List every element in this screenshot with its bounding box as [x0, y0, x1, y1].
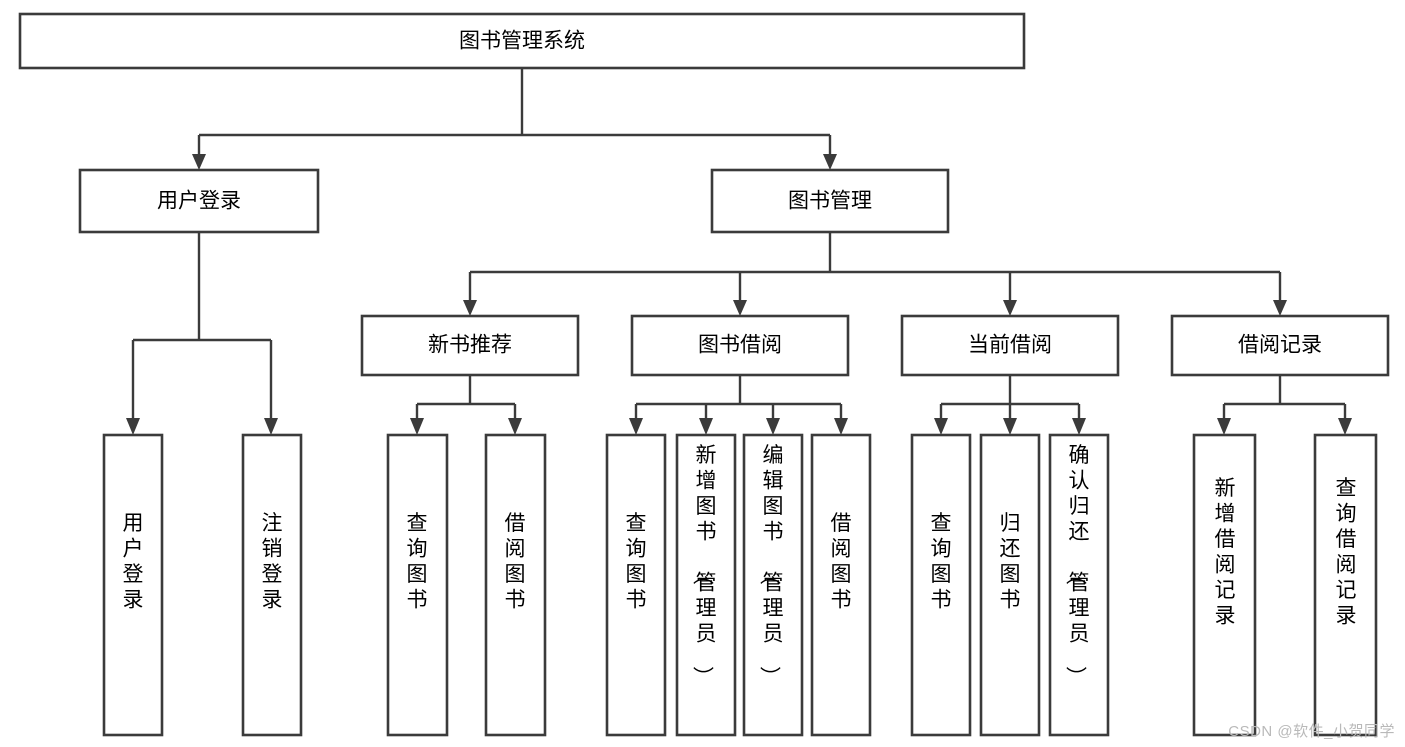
- node-current-borrow[interactable]: 当前借阅: [900, 314, 1120, 377]
- leaf-confirm-return-admin[interactable]: 确认归还（管理员）: [1048, 433, 1110, 737]
- node-user-login-box[interactable]: [78, 168, 320, 234]
- node-new-book-recommend-label: 新书推荐: [428, 334, 512, 357]
- arrow-leaf-user-login: [126, 418, 140, 435]
- arrow-current-borrow: [1003, 300, 1017, 316]
- arrow-borrow-record: [1273, 300, 1287, 316]
- arrow-leaf-query-borrow-record: [1338, 418, 1352, 435]
- leaf-return-book[interactable]: 归还图书: [979, 433, 1041, 737]
- leaf-query-borrow-record-label: 查询借阅记录: [1336, 477, 1357, 628]
- arrow-leaf-confirm-return-admin: [1072, 418, 1086, 435]
- node-user-login-label: 用户登录: [157, 190, 241, 213]
- arrow-leaf-logout-login: [264, 418, 278, 435]
- leaf-query-book-2-box[interactable]: [605, 433, 667, 737]
- arrow-book-management: [823, 154, 837, 170]
- leaf-return-book-box[interactable]: [979, 433, 1041, 737]
- leaf-edit-book-admin[interactable]: 编辑图书（管理员）: [742, 433, 804, 737]
- node-borrow-record-box[interactable]: [1170, 314, 1390, 377]
- leaf-return-book-label: 归还图书: [1000, 512, 1021, 612]
- node-user-login[interactable]: 用户登录: [78, 168, 320, 234]
- arrow-leaf-query-book-2: [629, 418, 643, 435]
- leaf-query-book-2[interactable]: 查询图书: [605, 433, 667, 737]
- leaf-borrow-book-2-label: 借阅图书: [831, 512, 852, 612]
- node-current-borrow-label: 当前借阅: [968, 334, 1052, 357]
- arrow-leaf-add-book-admin: [699, 418, 713, 435]
- leaf-query-book-2-label: 查询图书: [626, 512, 647, 612]
- leaf-add-borrow-record-label: 新增借阅记录: [1215, 477, 1236, 628]
- leaf-confirm-return-admin-label: 确认归还（管理员）: [1064, 444, 1090, 687]
- leaf-query-book-3-label: 查询图书: [931, 512, 952, 612]
- leaf-logout-login[interactable]: 注销登录: [241, 433, 303, 737]
- leaf-user-login[interactable]: 用户登录: [102, 433, 164, 737]
- node-book-management-box[interactable]: [710, 168, 950, 234]
- node-borrow-record-label: 借阅记录: [1238, 334, 1322, 357]
- leaf-edit-book-admin-box[interactable]: [742, 433, 804, 737]
- node-new-book-recommend[interactable]: 新书推荐: [360, 314, 580, 377]
- leaf-query-borrow-record[interactable]: 查询借阅记录: [1313, 433, 1378, 737]
- node-book-borrow-label: 图书借阅: [698, 334, 782, 357]
- node-title-box[interactable]: [18, 12, 1026, 70]
- leaf-query-book-1[interactable]: 查询图书: [386, 433, 449, 737]
- leaf-edit-book-admin-label: 编辑图书（管理员）: [758, 444, 784, 687]
- node-book-borrow-box[interactable]: [630, 314, 850, 377]
- leaf-query-book-3[interactable]: 查询图书: [910, 433, 972, 737]
- leaf-add-borrow-record-box[interactable]: [1192, 433, 1257, 737]
- leaf-add-book-admin-box[interactable]: [675, 433, 737, 737]
- node-borrow-record[interactable]: 借阅记录: [1170, 314, 1390, 377]
- arrow-leaf-borrow-book-2: [834, 418, 848, 435]
- leaf-logout-login-box[interactable]: [241, 433, 303, 737]
- leaf-user-login-label: 用户登录: [123, 512, 144, 612]
- leaf-query-book-1-label: 查询图书: [407, 512, 428, 612]
- leaf-borrow-book-1[interactable]: 借阅图书: [484, 433, 547, 737]
- node-title-label: 图书管理系统: [459, 30, 585, 53]
- arrow-leaf-query-book-3: [934, 418, 948, 435]
- leaf-logout-login-label: 注销登录: [262, 512, 283, 612]
- leaf-query-borrow-record-box[interactable]: [1313, 433, 1378, 737]
- arrow-leaf-add-borrow-record: [1217, 418, 1231, 435]
- node-title[interactable]: 图书管理系统: [18, 12, 1026, 70]
- leaf-borrow-book-1-box[interactable]: [484, 433, 547, 737]
- leaf-add-borrow-record[interactable]: 新增借阅记录: [1192, 433, 1257, 737]
- leaf-user-login-box[interactable]: [102, 433, 164, 737]
- csdn-watermark: CSDN @软件_小贺同学: [1228, 723, 1395, 740]
- arrow-user-login: [192, 154, 206, 170]
- node-book-management[interactable]: 图书管理: [710, 168, 950, 234]
- arrow-leaf-return-book: [1003, 418, 1017, 435]
- node-new-book-recommend-box[interactable]: [360, 314, 580, 377]
- arrow-leaf-edit-book-admin: [766, 418, 780, 435]
- node-book-borrow[interactable]: 图书借阅: [630, 314, 850, 377]
- arrow-leaf-query-book-1: [410, 418, 424, 435]
- node-book-management-label: 图书管理: [788, 190, 872, 213]
- leaf-borrow-book-1-label: 借阅图书: [505, 512, 526, 612]
- leaf-query-book-1-box[interactable]: [386, 433, 449, 737]
- leaf-borrow-book-2-box[interactable]: [810, 433, 872, 737]
- connector-layer: [126, 68, 1352, 435]
- leaf-confirm-return-admin-box[interactable]: [1048, 433, 1110, 737]
- arrow-leaf-borrow-book-1: [508, 418, 522, 435]
- arrow-book-borrow: [733, 300, 747, 316]
- leaf-borrow-book-2[interactable]: 借阅图书: [810, 433, 872, 737]
- leaf-add-book-admin-label: 新增图书（管理员）: [691, 444, 717, 687]
- arrow-new-book-recommend: [463, 300, 477, 316]
- leaf-add-book-admin[interactable]: 新增图书（管理员）: [675, 433, 737, 737]
- leaf-query-book-3-box[interactable]: [910, 433, 972, 737]
- node-current-borrow-box[interactable]: [900, 314, 1120, 377]
